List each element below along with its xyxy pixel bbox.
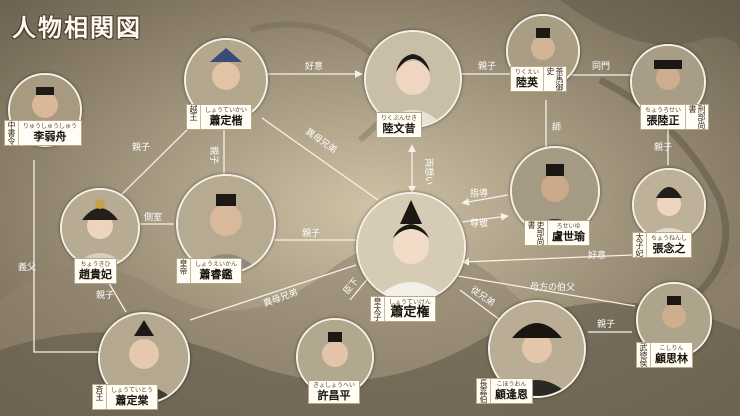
person-name: 蕭定楷 <box>209 114 243 127</box>
relation-label: 親子 <box>478 60 496 72</box>
name-ruby: ちょうねんし <box>651 235 688 242</box>
relation-label: 従兄弟 <box>468 284 497 309</box>
name-ruby: しょうていかい <box>205 107 248 114</box>
name-ruby: しょうていけん <box>389 299 432 306</box>
role-label: 皇帝 <box>177 259 191 283</box>
person-name: 張念之 <box>652 242 686 255</box>
relation-label: 同門 <box>592 61 610 72</box>
person-name: 顧思林 <box>655 352 688 365</box>
relation-label: 好意 <box>305 60 323 72</box>
relation-label: 義父 <box>18 261 36 273</box>
person-name: 陸英 <box>516 76 538 89</box>
portrait <box>356 192 466 302</box>
role-label: 茶馬御史 <box>543 67 566 91</box>
name-ruby: しょうえいかん <box>195 261 238 268</box>
role-label: 斉王 <box>93 385 107 409</box>
portrait <box>60 188 140 268</box>
relation-label: 師 <box>552 121 561 133</box>
role-label: 長嘉伯 <box>477 379 491 403</box>
relation-label: 好意 <box>588 249 606 261</box>
relation-label: 母方の伯父 <box>530 281 575 293</box>
person-name: 許昌平 <box>317 389 351 402</box>
relation-label: 親子 <box>654 141 672 153</box>
relation-label: 側室 <box>144 211 162 223</box>
person-name: 張陸正 <box>646 114 680 127</box>
name-ruby: しょうていとう <box>111 387 154 394</box>
person-name: 趙貴妃 <box>79 268 112 281</box>
name-ruby: りゅうしゅうしゅう <box>23 123 78 130</box>
relation-label: 親子 <box>208 146 220 164</box>
person-name: 蕭定権 <box>390 305 430 320</box>
name-ruby: ろせいゆ <box>556 223 581 230</box>
relation-label: 尊敬 <box>470 217 488 229</box>
person-name: 李弱舟 <box>33 130 67 143</box>
name-ruby: ちょうきひ <box>80 261 111 268</box>
relation-label: 臣下 <box>341 276 361 297</box>
name-ruby: こほうおん <box>496 381 527 388</box>
person-name: 顧逢恩 <box>495 388 528 401</box>
portrait <box>488 300 586 398</box>
role-label: 刑部尚書 <box>685 105 708 129</box>
page-title: 人物相関図 <box>12 13 142 42</box>
portrait <box>364 30 462 128</box>
relation-label: 指導 <box>470 187 488 199</box>
person-name: 蕭定棠 <box>115 394 149 407</box>
portrait <box>632 168 706 242</box>
name-ruby: ちょうろせい <box>645 107 682 114</box>
relation-label: 親子 <box>132 141 150 153</box>
relation-label: 両想い <box>423 158 435 185</box>
relation-label: 親子 <box>597 318 615 330</box>
role-label: 吏部尚書 <box>525 221 548 245</box>
role-label: 越王 <box>187 105 201 129</box>
person-name: 陸文昔 <box>382 122 416 135</box>
person-name: 盧世瑜 <box>552 230 585 243</box>
role-label: 武徳侯 <box>637 343 651 367</box>
role-label: 皇太子 <box>371 297 385 321</box>
role-label: 太子妃 <box>633 233 647 257</box>
name-ruby: りくぶんせき <box>381 115 418 122</box>
name-ruby: きょしょうへい <box>313 382 356 389</box>
name-ruby: りくえい <box>515 69 540 76</box>
person-name: 蕭睿鑑 <box>199 268 233 281</box>
role-label: 中書令 <box>5 121 19 145</box>
portrait <box>510 146 600 236</box>
relation-label: 親子 <box>302 227 320 239</box>
name-ruby: こしりん <box>659 345 684 352</box>
relation-label: 親子 <box>96 289 114 301</box>
